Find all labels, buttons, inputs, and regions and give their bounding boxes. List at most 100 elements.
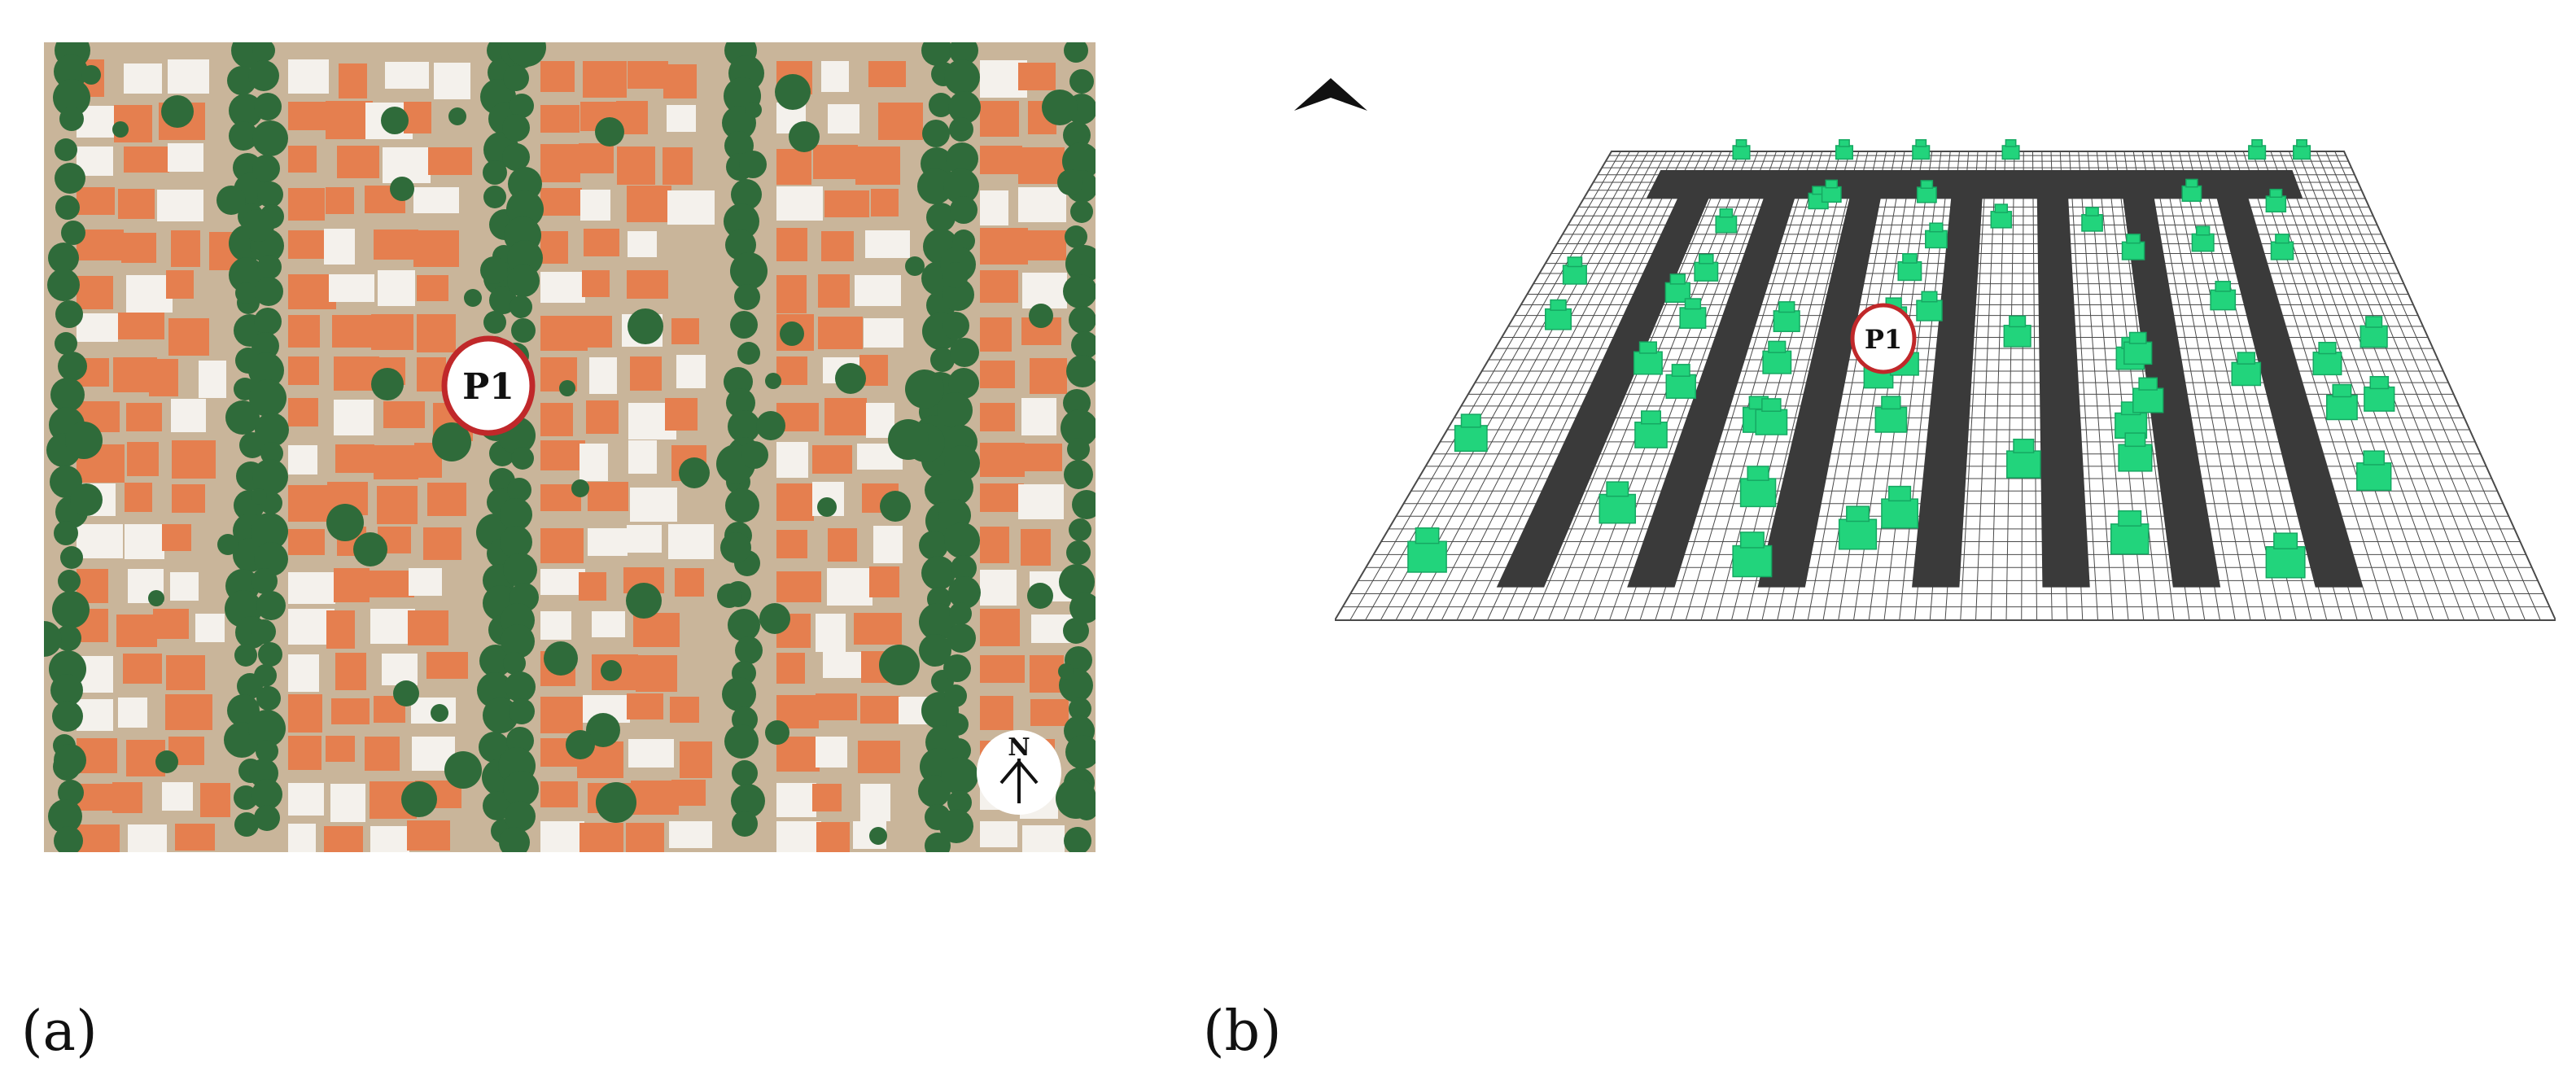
tree-canopy [949,117,973,142]
house-roof [579,572,606,601]
house-roof [628,440,657,474]
house-roof [636,655,677,692]
house-roof [127,442,159,476]
tree-voxel [1735,139,1747,147]
tree-canopy [1042,90,1078,125]
tree-canopy [730,252,768,290]
house-roof [776,228,807,261]
building-row [2211,179,2364,588]
tree-canopy [505,801,536,832]
house-roof [370,571,414,597]
tree-canopy [944,684,967,707]
house-roof [860,784,890,821]
house-roof [288,356,319,385]
tree-canopy [732,760,758,786]
house-roof [818,317,863,349]
tree-canopy [929,93,953,117]
house-roof [540,697,583,733]
house-roof [121,233,156,263]
tree-voxel [2118,510,2142,527]
tree-voxel [1550,299,1567,311]
house-roof [776,783,816,817]
tree-canopy [765,373,781,389]
house-roof [627,270,668,299]
house-roof [118,313,164,339]
house-roof [579,143,614,173]
building-row [1627,179,1801,588]
house-roof [112,782,142,813]
tree-canopy [944,59,980,95]
tree-canopy [54,521,78,545]
house-roof [417,275,448,301]
tree-canopy [48,243,79,273]
house-roof [383,147,431,183]
tree-voxel [1990,211,2013,229]
house-roof [627,186,671,222]
tree-canopy [1063,618,1089,644]
house-roof [540,272,585,303]
house-roof [631,781,679,815]
house-roof [824,190,869,217]
house-roof [628,61,668,89]
tree-canopy [905,256,925,276]
tree-canopy [905,370,944,409]
tree-canopy [444,751,482,789]
tree-voxel [2356,462,2392,492]
house-roof [417,357,446,391]
tree-voxel [2138,377,2158,391]
house-roof [827,568,873,606]
tree-canopy [500,498,532,531]
tree-canopy [503,65,529,91]
tree-canopy [252,42,275,62]
tree-canopy [248,60,279,91]
house-roof [980,101,1019,137]
house-roof [816,614,846,652]
tree-canopy [234,812,259,837]
house-roof [116,614,157,647]
house-roof [1030,358,1067,394]
house-roof [812,445,852,474]
house-roof [540,528,584,563]
house-roof [1030,699,1069,726]
house-roof [371,314,413,350]
tree-canopy [229,94,263,128]
tree-voxel [2126,234,2141,244]
tree-voxel [1460,413,1481,428]
tree-canopy [251,513,288,550]
house-roof [288,694,322,733]
tree-canopy [737,342,760,365]
tree-voxel [2118,444,2153,472]
house-roof [776,149,811,185]
tree-canopy [464,289,482,307]
house-roof [980,190,1008,225]
tree-canopy [930,348,955,372]
tree-voxel [1881,498,1918,529]
tree-canopy [951,555,977,581]
tree-canopy [717,584,741,608]
tree-canopy [480,256,508,284]
tree-canopy [255,413,289,447]
tree-canopy [254,93,282,120]
house-roof [162,524,191,551]
p1-marker-3d-circle [1850,303,1917,374]
tree-canopy [248,352,284,388]
tree-voxel [2215,281,2232,292]
tree-canopy [155,750,178,773]
tree-canopy [948,368,979,399]
tree-canopy [1067,438,1090,461]
tree-canopy [566,730,595,759]
tree-canopy [724,367,753,396]
building-row [1757,179,1885,588]
house-roof [434,63,470,99]
tree-voxel [1739,478,1777,508]
north-arrow-icon [999,759,1039,803]
tree-canopy [947,790,972,815]
tree-canopy [483,698,518,733]
tree-voxel [1846,505,1870,523]
house-roof [162,782,193,811]
tree-canopy [817,497,837,517]
tree-voxel [1544,308,1572,330]
tree-canopy [1065,225,1087,248]
house-roof [172,484,205,513]
house-roof [165,694,212,730]
